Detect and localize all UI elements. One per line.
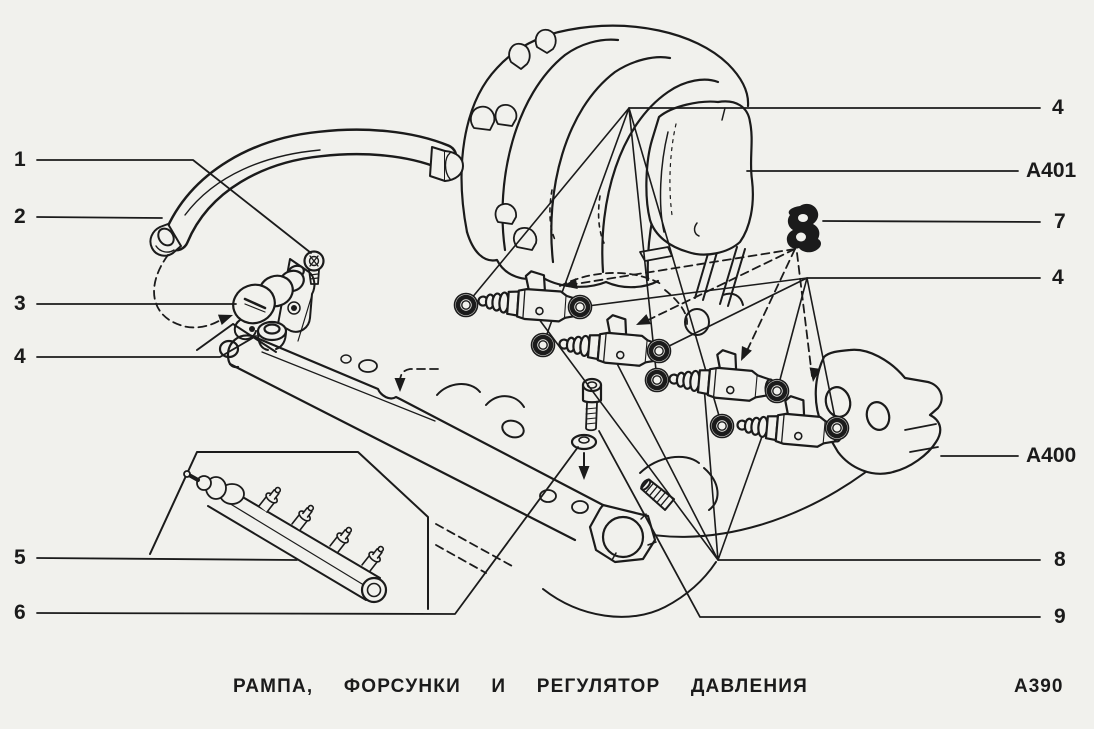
figure-caption: РАМПА, ФОРСУНКИ И РЕГУЛЯТОР ДАВЛЕНИЯ <box>233 676 808 697</box>
regulator-screw-drawing <box>297 250 325 342</box>
fuel-hose-drawing <box>149 128 464 257</box>
callout-a400: A400 <box>1026 444 1077 467</box>
callout-6: 6 <box>14 601 26 624</box>
pressure-regulator-drawing <box>232 258 316 341</box>
callout-3: 3 <box>14 292 26 315</box>
callout-line-9 <box>598 430 1041 618</box>
callout-2: 2 <box>14 205 26 228</box>
install-arrows <box>153 248 822 394</box>
rail-screw-drawing <box>581 377 603 432</box>
callout-4-top: 4 <box>1052 96 1064 119</box>
callout-4-left: 4 <box>14 345 26 368</box>
callout-line-1 <box>36 159 312 254</box>
receiver-cover-a401-drawing <box>639 100 754 262</box>
rail-assembly-inset-drawing <box>149 451 429 610</box>
injector-3 <box>667 344 778 404</box>
callout-4-mid: 4 <box>1052 266 1064 289</box>
callout-a401: A401 <box>1026 159 1077 182</box>
inset-frame <box>149 451 429 610</box>
clip-bracket-drawing <box>786 203 821 253</box>
callout-line-6 <box>36 446 579 615</box>
callout-line-4-left <box>36 335 257 358</box>
callout-line-4-mid <box>579 277 1041 429</box>
cylinder-head-a400-drawing <box>814 348 943 475</box>
callout-1: 1 <box>14 148 26 171</box>
inset-regulator <box>183 470 245 505</box>
washer-drawing <box>570 433 598 482</box>
callout-7: 7 <box>1054 210 1066 233</box>
callout-9: 9 <box>1054 605 1066 628</box>
callout-line-7 <box>822 220 1041 223</box>
figure-code: A390 <box>1014 676 1064 697</box>
callout-5: 5 <box>14 546 26 569</box>
callout-line-5 <box>36 557 298 561</box>
callout-line-4-top <box>465 107 1041 427</box>
callout-lines <box>36 107 1041 618</box>
fuel-rail-drawing <box>196 323 657 564</box>
injector-1 <box>476 266 587 325</box>
manifold-studs <box>469 28 557 251</box>
callout-line-8 <box>526 302 1041 561</box>
hose-end-fitting-right <box>429 146 464 182</box>
callout-8: 8 <box>1054 548 1066 571</box>
hose-end-fitting-left <box>149 223 182 257</box>
callout-line-2 <box>36 216 163 219</box>
regulator-seat-oring-drawing <box>256 320 288 351</box>
